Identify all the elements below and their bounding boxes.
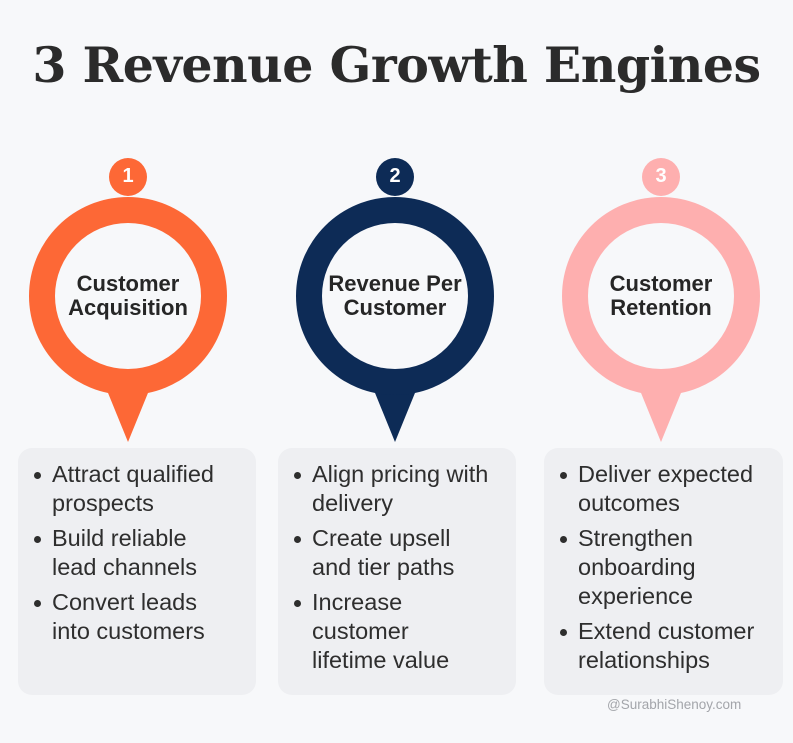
list-item: Create upsell and tier paths bbox=[294, 524, 489, 582]
engine-number: 2 bbox=[389, 165, 401, 187]
list-item: Align pricing with delivery bbox=[294, 460, 489, 518]
engine-number: 1 bbox=[122, 165, 134, 187]
engine-pin-2: 2 Revenue Per Customer bbox=[295, 158, 495, 444]
list-item: Extend customer relationships bbox=[560, 617, 782, 675]
engine-points-2: Align pricing with delivery Create upsel… bbox=[278, 448, 516, 695]
list-item: Convert leads into customers bbox=[34, 588, 234, 646]
engine-pin-1: 1 Customer Acquisition bbox=[28, 158, 228, 444]
map-pin-icon bbox=[562, 158, 760, 442]
list-item: Attract qualified prospects bbox=[34, 460, 234, 518]
engine-points-1: Attract qualified prospects Build reliab… bbox=[18, 448, 256, 695]
engine-label: Revenue Per Customer bbox=[328, 271, 462, 320]
engine-points-3: Deliver expected outcomes Strengthen onb… bbox=[544, 448, 783, 695]
map-pin-icon bbox=[29, 158, 227, 442]
engine-label: Customer Acquisition bbox=[68, 271, 188, 320]
list-item: Strengthen onboarding experience bbox=[560, 524, 782, 611]
map-pin-icon bbox=[296, 158, 494, 442]
list-item: Increase customer lifetime value bbox=[294, 588, 489, 675]
page-title: 3 Revenue Growth Engines bbox=[32, 36, 761, 94]
list-item: Deliver expected outcomes bbox=[560, 460, 782, 518]
engine-pin-3: 3 Customer Retention bbox=[561, 158, 761, 444]
watermark: @SurabhiShenoy.com bbox=[607, 697, 742, 712]
engine-number: 3 bbox=[655, 165, 667, 187]
list-item: Build reliable lead channels bbox=[34, 524, 234, 582]
engine-label: Customer Retention bbox=[609, 271, 713, 320]
